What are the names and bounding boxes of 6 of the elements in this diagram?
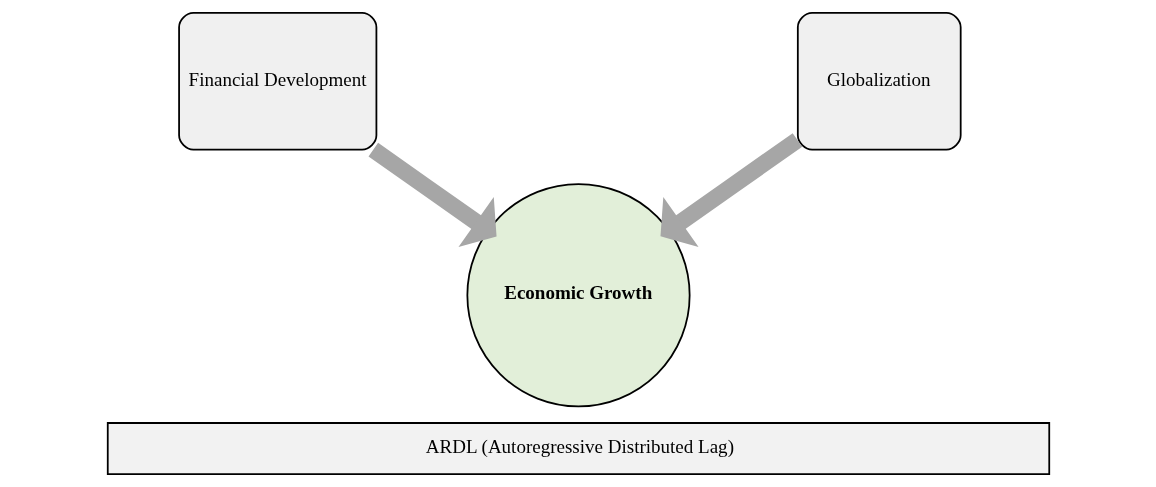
node-box: Globalization [796,12,962,151]
node-box: Financial Development [177,12,377,151]
node-circle: Economic Growth [465,183,691,408]
node-box: ARDL (Autoregressive Distributed Lag) [106,422,1050,475]
arrow [368,142,497,248]
arrow [660,133,802,247]
